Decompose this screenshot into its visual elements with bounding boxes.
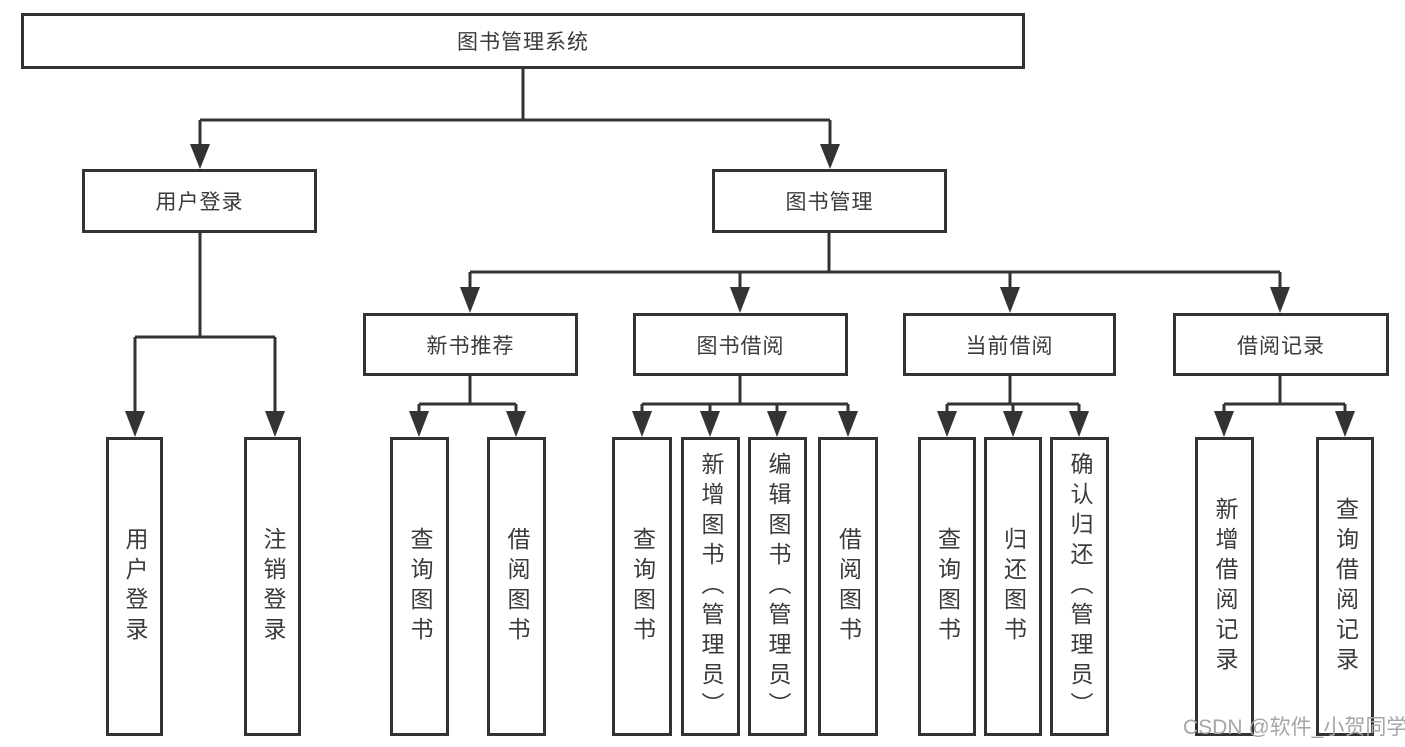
node-new-book-recommend: 新书推荐 (363, 313, 578, 376)
node-label: 查询图书 (629, 526, 656, 647)
arrowhead (937, 411, 957, 437)
leaf-logout: 注销登录 (244, 437, 301, 736)
node-label: 新增借阅记录 (1212, 496, 1238, 677)
connector-book-borrow (640, 376, 850, 414)
node-label: 查询图书 (934, 526, 961, 647)
arrowhead (125, 411, 145, 437)
connector-new-book (417, 376, 518, 414)
connector-user-login (133, 233, 277, 414)
node-library-management-system: 图书管理系统 (21, 13, 1025, 69)
leaf-query-book-current: 查询图书 (918, 437, 976, 736)
arrowhead (838, 411, 858, 437)
leaf-query-book-borrow: 查询图书 (612, 437, 672, 736)
arrowhead (1069, 411, 1089, 437)
node-label: 图书管理 (785, 191, 874, 214)
leaf-return-book: 归还图书 (984, 437, 1042, 736)
arrowhead (1270, 287, 1290, 313)
node-label: 注销登录 (260, 526, 286, 647)
leaf-add-book-admin: 新增图书（管理员） (681, 437, 740, 736)
arrowhead (409, 411, 429, 437)
leaf-edit-book-admin: 编辑图书（管理员） (748, 437, 807, 736)
node-book-borrow: 图书借阅 (633, 313, 848, 376)
arrowhead (1003, 411, 1023, 437)
node-label: 编辑图书（管理员） (765, 451, 791, 722)
node-label: 借阅图书 (504, 526, 530, 647)
arrowhead (767, 411, 787, 437)
arrowhead (265, 411, 285, 437)
arrowhead (1000, 287, 1020, 313)
node-label: 借阅图书 (835, 526, 862, 647)
node-label: 新增图书（管理员） (698, 451, 724, 722)
connector-root (198, 69, 832, 148)
leaf-user-login: 用户登录 (106, 437, 163, 736)
node-book-management-branch: 图书管理 (712, 169, 947, 233)
node-label: 归还图书 (1000, 526, 1027, 647)
connector-borrow-records (1222, 376, 1347, 414)
arrowhead (506, 411, 526, 437)
csdn-watermark: CSDN @软件_小贺同学 (1183, 716, 1405, 739)
arrowhead (1214, 411, 1234, 437)
node-label: 查询图书 (407, 526, 433, 647)
connector-current-borrow (945, 376, 1081, 414)
node-label: 当前借阅 (965, 334, 1054, 358)
arrowhead (632, 411, 652, 437)
node-user-login-branch: 用户登录 (82, 169, 317, 233)
arrowhead (460, 287, 480, 313)
leaf-query-borrow-record: 查询借阅记录 (1316, 437, 1374, 736)
node-label: 图书借阅 (696, 334, 785, 358)
node-label: 查询借阅记录 (1332, 496, 1359, 677)
node-current-borrow: 当前借阅 (903, 313, 1116, 376)
leaf-borrow-book-recommend: 借阅图书 (487, 437, 546, 736)
node-label: 图书管理系统 (457, 31, 589, 54)
leaf-confirm-return-admin: 确认归还（管理员） (1050, 437, 1109, 736)
node-label: 新书推荐 (426, 334, 515, 358)
node-label: 借阅记录 (1237, 334, 1325, 358)
node-label: 确认归还（管理员） (1067, 451, 1093, 722)
arrowhead (820, 144, 840, 169)
node-borrow-records: 借阅记录 (1173, 313, 1389, 376)
leaf-query-book-recommend: 查询图书 (390, 437, 449, 736)
arrowhead (700, 411, 720, 437)
leaf-borrow-book: 借阅图书 (818, 437, 878, 736)
arrowhead (730, 287, 750, 313)
connector-book-management (468, 233, 1282, 290)
node-label: 用户登录 (155, 191, 244, 214)
leaf-add-borrow-record: 新增借阅记录 (1195, 437, 1254, 736)
arrowhead (1335, 411, 1355, 437)
node-label: 用户登录 (122, 526, 148, 647)
arrowhead (190, 144, 210, 169)
